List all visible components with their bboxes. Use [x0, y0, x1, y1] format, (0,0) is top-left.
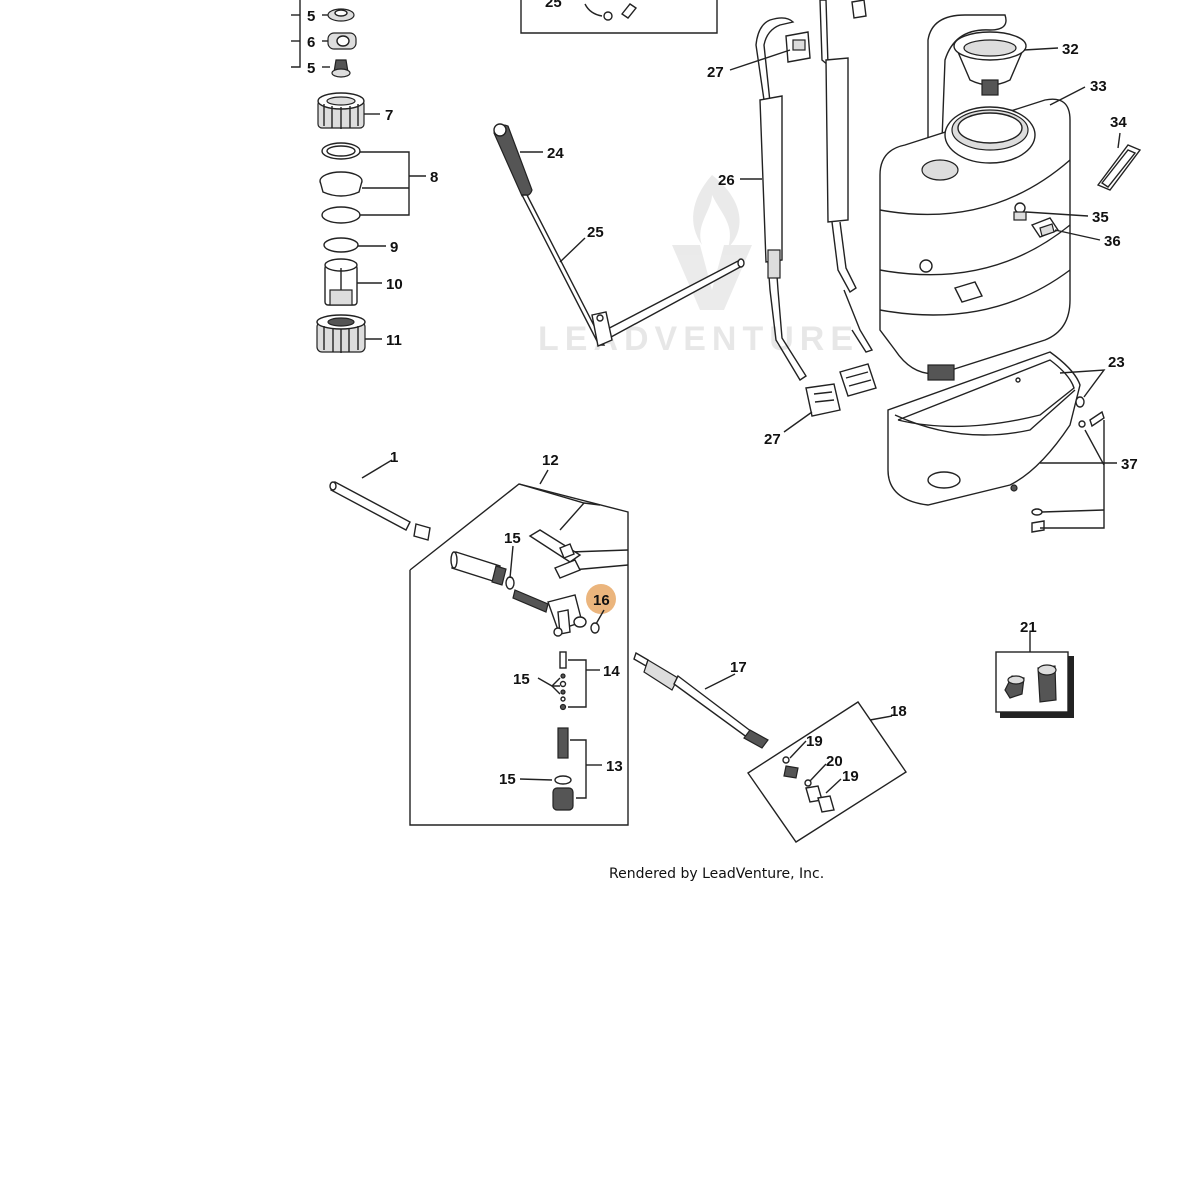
- callout-25-top: 25: [545, 0, 562, 11]
- part-clip-36: [1030, 217, 1060, 238]
- left-bracket: [291, 0, 301, 68]
- highlight-16: [586, 584, 616, 614]
- part-pump-barrel: [450, 551, 515, 590]
- part-valve-body: [512, 589, 587, 637]
- part-nozzles-19-20: [782, 756, 835, 813]
- part-label-34: [1096, 144, 1142, 191]
- callout-20: 20: [826, 753, 843, 770]
- callout-1: 1: [390, 449, 398, 466]
- part-nut-5b: [331, 59, 351, 78]
- part-handle-24: [493, 123, 533, 197]
- top-box-fragment: 25: [520, 0, 718, 34]
- callout-14: 14: [603, 663, 620, 680]
- part-cylinder-10: [324, 258, 358, 306]
- callout-23: 23: [1108, 354, 1125, 371]
- callout-32: 32: [1062, 41, 1079, 58]
- callout-15-a: 15: [504, 530, 521, 547]
- part-buckle-27b: [805, 363, 877, 417]
- part-bearing-6: [327, 32, 357, 50]
- part-lever-bracket: [528, 529, 582, 579]
- part-valve-14: [559, 651, 567, 711]
- part-hose-1: [329, 481, 431, 541]
- callout-8: 8: [430, 169, 438, 186]
- watermark: LEADVENTURE: [538, 175, 859, 358]
- callout-15-b: 15: [513, 671, 530, 688]
- callout-15-c: 15: [499, 771, 516, 788]
- part-collar-11: [316, 314, 366, 353]
- callout-33: 33: [1090, 78, 1107, 95]
- callout-37: 37: [1121, 456, 1138, 473]
- nozzle-kit-21: [995, 651, 1074, 718]
- part-filter-23: [1075, 396, 1085, 408]
- footer-credit: Rendered by LeadVenture, Inc.: [609, 866, 824, 882]
- callout-17: 17: [730, 659, 747, 676]
- nozzle-kit-box-18: [747, 701, 907, 843]
- callout-7: 7: [385, 107, 393, 124]
- part-oring-16: [590, 622, 600, 634]
- callout-19-a: 19: [806, 733, 823, 750]
- part-screws-37: [1031, 410, 1105, 533]
- part-strap-26: [755, 0, 874, 381]
- callout-18: 18: [890, 703, 907, 720]
- callout-24: 24: [547, 145, 564, 162]
- callout-26: 26: [718, 172, 735, 189]
- callout-27-b: 27: [764, 431, 781, 448]
- callout-36: 36: [1104, 233, 1121, 250]
- part-seals-8: [319, 142, 363, 224]
- part-strainer-32: [953, 31, 1027, 96]
- part-nut-5a: [327, 8, 355, 22]
- part-tray-37: [887, 351, 1081, 506]
- part-oring-9: [323, 237, 359, 253]
- callout-35: 35: [1092, 209, 1109, 226]
- callout-13: 13: [606, 758, 623, 775]
- part-plug-35: [1013, 202, 1027, 221]
- callout-12: 12: [542, 452, 559, 469]
- callout-5-a: 5: [307, 8, 315, 25]
- callout-5-b: 5: [307, 60, 315, 77]
- callout-34: 34: [1110, 114, 1127, 131]
- callout-6: 6: [307, 34, 315, 51]
- part-wand-17: [633, 651, 769, 749]
- watermark-flame-icon: [672, 175, 752, 310]
- part-cap-7: [317, 92, 365, 129]
- part-spring-13: [552, 727, 574, 811]
- watermark-text: LEADVENTURE: [538, 320, 859, 358]
- callout-27-a: 27: [707, 64, 724, 81]
- part-buckle-27a: [785, 0, 867, 63]
- part-lever-25: [520, 194, 745, 347]
- callout-11: 11: [386, 332, 402, 349]
- callout-21: 21: [1020, 619, 1037, 636]
- callout-16: 16: [593, 592, 610, 609]
- callout-9: 9: [390, 239, 398, 256]
- callout-10: 10: [386, 276, 403, 293]
- callout-19-b: 19: [842, 768, 859, 785]
- callout-25: 25: [587, 224, 604, 241]
- part-tank-33: [879, 14, 1071, 381]
- pump-assembly-box-12: [409, 483, 629, 826]
